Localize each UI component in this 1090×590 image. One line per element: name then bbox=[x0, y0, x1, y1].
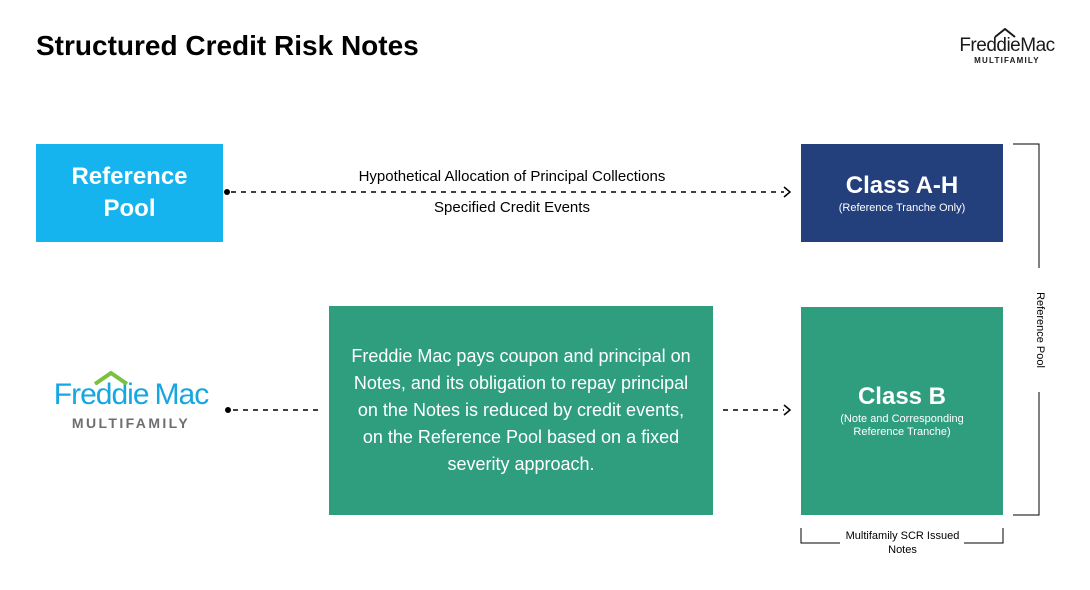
header-logo-brand: FreddieMac bbox=[959, 35, 1055, 56]
side-bracket-top bbox=[1013, 143, 1040, 268]
class-ah-name: Class A-H bbox=[845, 171, 959, 199]
explanation-box: Freddie Mac pays coupon and principal on… bbox=[329, 306, 713, 515]
class-b-box: Class B (Note and Corresponding Referenc… bbox=[801, 307, 1003, 515]
class-ah-sub: (Reference Tranche Only) bbox=[838, 201, 966, 214]
reference-pool-box: Reference Pool bbox=[36, 144, 223, 242]
top-flow-label-upper: Hypothetical Allocation of Principal Col… bbox=[358, 168, 666, 185]
reference-pool-label: Reference Pool bbox=[71, 163, 188, 222]
logo-flow-start-dot bbox=[225, 407, 231, 413]
class-ah-box: Class A-H (Reference Tranche Only) bbox=[801, 144, 1003, 242]
bottom-bracket-right bbox=[964, 528, 1004, 544]
header-logo-sub: MULTIFAMILY bbox=[974, 56, 1040, 65]
side-bracket-label: Reference Pool bbox=[1033, 270, 1047, 390]
class-b-name: Class B bbox=[857, 383, 947, 410]
big-logo-sub: MULTIFAMILY bbox=[71, 415, 191, 431]
explain-flow-arrowhead bbox=[783, 404, 792, 416]
top-flow-arrowhead bbox=[783, 186, 792, 198]
big-logo-word-mac: Mac bbox=[154, 378, 210, 411]
class-b-sub: (Note and Corresponding Reference Tranch… bbox=[840, 413, 964, 438]
top-flow-label-lower: Specified Credit Events bbox=[434, 199, 590, 216]
bottom-bracket-label: Multifamily SCR Issued Notes bbox=[845, 530, 960, 556]
big-logo-word-freddie: Freddie bbox=[53, 378, 150, 411]
house-roof-icon bbox=[994, 28, 1016, 38]
side-bracket-bottom bbox=[1013, 392, 1040, 516]
side-bracket-label-text: Reference Pool bbox=[1034, 292, 1046, 368]
house-roof-icon bbox=[93, 371, 129, 385]
bottom-bracket-left bbox=[800, 528, 840, 544]
freddie-mac-header-logo: FreddieMac MULTIFAMILY bbox=[952, 28, 1062, 66]
explanation-text: Freddie Mac pays coupon and principal on… bbox=[351, 346, 691, 474]
top-flow-start-dot bbox=[224, 189, 230, 195]
page-title: Structured Credit Risk Notes bbox=[36, 30, 419, 61]
